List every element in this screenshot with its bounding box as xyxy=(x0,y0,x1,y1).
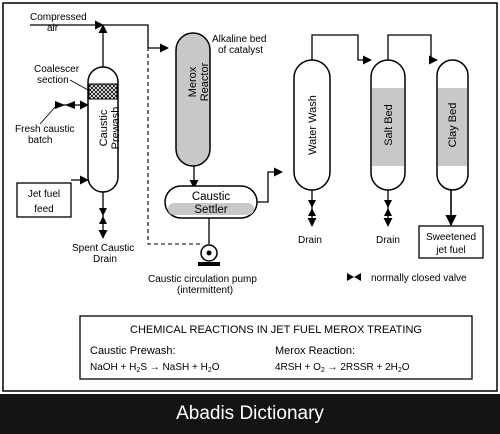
footer-bar: Abadis Dictionary xyxy=(0,394,500,434)
caustic-recirculation-line xyxy=(147,48,200,245)
diagram-frame xyxy=(2,2,498,392)
arrow-icon: → xyxy=(328,362,338,373)
coalescer-label-1: Coalescer xyxy=(34,64,80,75)
waterwash-to-saltbed-line xyxy=(311,34,372,65)
merox-reactor-vessel[interactable] xyxy=(175,32,211,167)
merox-label-2: Reactor xyxy=(199,62,211,101)
prewash-label-2: Prewash xyxy=(110,107,122,150)
water-wash-label: Water Wash xyxy=(307,95,319,155)
merox-process-diagram: Caustic Prewash Merox Reactor Caustic Se… xyxy=(2,2,498,392)
settler-label-1: Caustic xyxy=(192,191,231,203)
valve-fresh-caustic-icon[interactable] xyxy=(55,101,75,109)
settler-to-waterwash-line xyxy=(256,167,283,203)
compressed-air-label-2: air xyxy=(47,23,59,34)
settler-caustic-layer xyxy=(168,203,254,215)
reactions-box xyxy=(79,315,473,380)
valve-saltbed-drain-icon[interactable] xyxy=(384,200,392,216)
fresh-caustic-label-2: batch xyxy=(28,135,52,146)
arrow-icon: → xyxy=(150,362,160,373)
fresh-caustic-pointer xyxy=(39,105,57,125)
sweetened-label-2: jet fuel xyxy=(435,245,465,256)
pump-label-1: Caustic circulation pump xyxy=(148,274,257,285)
fresh-caustic-label-1: Fresh caustic xyxy=(15,124,74,135)
valve-spent-caustic-icon[interactable] xyxy=(99,208,107,224)
merox-label-1: Merox xyxy=(187,66,199,97)
saltbed-drain-label: Drain xyxy=(376,235,400,246)
merox-reaction-heading: Merox Reaction: xyxy=(275,345,355,357)
valve-legend-label: normally closed valve xyxy=(371,273,467,284)
salt-bed-fill xyxy=(372,88,404,166)
valve-waterwash-drain-icon[interactable] xyxy=(308,200,316,216)
caustic-pump-icon[interactable] xyxy=(198,244,220,266)
settler-label-2: Settler xyxy=(194,204,227,216)
reactions-title: CHEMICAL REACTIONS IN JET FUEL MEROX TRE… xyxy=(130,324,422,336)
prewash-equation: NaOH + H2S → NaSH + H2O xyxy=(90,362,220,374)
prewash-label-1: Caustic xyxy=(98,109,110,146)
alkaline-bed-label-2: of catalyst xyxy=(218,45,263,56)
salt-bed-label: Salt Bed xyxy=(383,104,395,146)
coalescer-section xyxy=(88,83,118,100)
coalescer-label-2: section xyxy=(37,75,69,86)
water-wash-vessel[interactable] xyxy=(293,59,331,191)
valve-legend-icon xyxy=(347,273,361,281)
spent-caustic-label-1: Spent Caustic xyxy=(72,243,134,254)
waterwash-drain-label: Drain xyxy=(298,235,322,246)
alkaline-bed-label-1: Alkaline bed xyxy=(212,34,266,45)
coalescer-pointer xyxy=(69,79,89,91)
spent-caustic-label-2: Drain xyxy=(93,254,117,265)
clay-bed-fill xyxy=(438,88,467,166)
clay-bed-label: Clay Bed xyxy=(447,103,459,148)
prewash-reaction-heading: Caustic Prewash: xyxy=(90,345,176,357)
merox-equation: 4RSH + O2 → 2RSSR + 2H2O xyxy=(275,362,410,374)
pump-label-2: (intermittent) xyxy=(177,285,233,296)
compressed-air-label-1: Compressed xyxy=(30,12,87,23)
jet-fuel-feed-label-1: Jet fuel xyxy=(28,189,60,200)
jet-fuel-feed-label-2: feed xyxy=(34,204,53,215)
air-to-reactor-line xyxy=(103,24,149,48)
saltbed-to-claybed-line xyxy=(387,34,438,65)
sweetened-label-1: Sweetened xyxy=(426,232,476,243)
footer-text: Abadis Dictionary xyxy=(176,403,324,424)
jet-fuel-feed-box xyxy=(16,182,72,218)
sweetened-jet-fuel-box xyxy=(418,225,484,259)
